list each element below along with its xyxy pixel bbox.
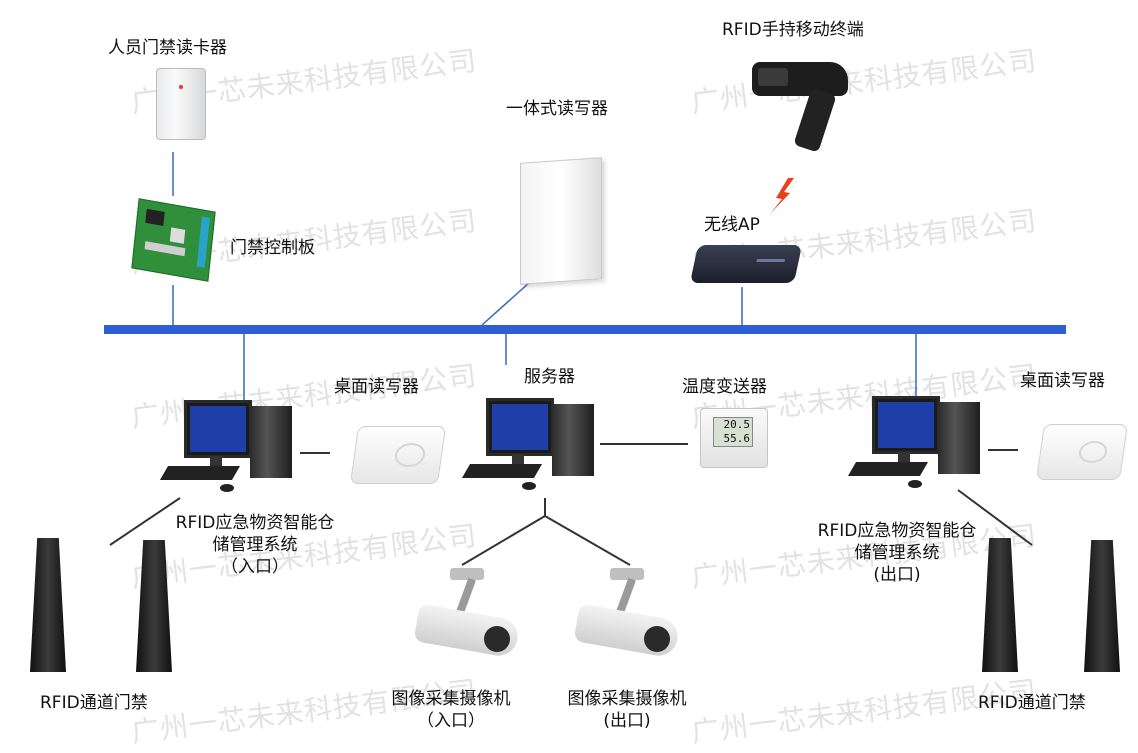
system-out-line3: (出口) — [873, 565, 921, 585]
wireless-ap — [689, 245, 803, 283]
temp-display: 20.5 55.6 — [713, 417, 753, 447]
right-desktop-reader — [1036, 424, 1128, 480]
door-board-label: 门禁控制板 — [230, 238, 315, 258]
camera-out-line2: (出口) — [603, 711, 651, 731]
rfid-handheld-terminal — [752, 62, 852, 153]
camera-in-line2: （入口） — [417, 711, 485, 731]
camera-exit — [572, 568, 682, 668]
door-reader-label: 人员门禁读卡器 — [108, 38, 227, 58]
gate-left-label: RFID通道门禁 — [40, 693, 148, 713]
left-pc — [159, 400, 300, 495]
door-control-board — [131, 198, 216, 282]
left-desktop-reader — [349, 426, 447, 484]
temp-transmitter: 20.5 55.6 — [700, 408, 768, 468]
system-out-label: RFID应急物资智能仓 储管理系统 (出口) — [802, 520, 992, 586]
camera-out-label: 图像采集摄像机 (出口) — [552, 688, 702, 732]
link-integrated-reader — [481, 281, 531, 326]
door-card-reader — [156, 68, 206, 140]
humidity-value: 55.6 — [723, 432, 751, 445]
left-pc-monitor — [184, 400, 252, 458]
link-cam-out — [544, 515, 631, 566]
link-gate-right — [957, 489, 1033, 546]
system-in-line3: （入口） — [221, 557, 289, 577]
system-in-line1: RFID应急物资智能仓 — [175, 513, 335, 533]
temp-sensor-label: 温度变送器 — [682, 377, 767, 397]
gate-right-label: RFID通道门禁 — [978, 693, 1086, 713]
desktop-reader-right-label: 桌面读写器 — [1020, 371, 1105, 391]
camera-in-label: 图像采集摄像机 （入口） — [376, 688, 526, 732]
server-keyboard — [461, 464, 543, 478]
camera-in-line1: 图像采集摄像机 — [391, 689, 511, 709]
server-label: 服务器 — [524, 367, 575, 387]
wireless-ap-label: 无线AP — [704, 215, 760, 235]
system-out-line2: 储管理系统 — [854, 543, 940, 563]
left-pc-tower — [250, 406, 292, 478]
system-in-label: RFID应急物资智能仓 储管理系统 （入口） — [160, 512, 350, 578]
link-cam-in — [461, 515, 546, 566]
right-pc-keyboard — [847, 462, 929, 476]
integrated-reader — [520, 157, 602, 285]
camera-out-line1: 图像采集摄像机 — [567, 689, 687, 709]
right-pc-monitor — [872, 396, 940, 454]
server-tower — [552, 404, 594, 476]
right-pc-tower — [938, 402, 980, 474]
handheld-label: RFID手持移动终端 — [722, 20, 864, 40]
wireless-signal — [770, 178, 794, 214]
temp-value: 20.5 — [723, 418, 751, 431]
server-monitor — [486, 398, 554, 456]
system-in-line2: 储管理系统 — [212, 535, 298, 555]
network-bus — [104, 325, 1066, 334]
desktop-reader-left-label: 桌面读写器 — [334, 377, 419, 397]
right-pc — [847, 396, 988, 491]
server-pc — [461, 398, 602, 493]
integrated-reader-label: 一体式读写器 — [506, 99, 608, 119]
link-gate-left — [109, 497, 181, 546]
system-out-line1: RFID应急物资智能仓 — [817, 521, 977, 541]
left-pc-keyboard — [159, 466, 241, 480]
camera-entrance — [412, 568, 522, 668]
